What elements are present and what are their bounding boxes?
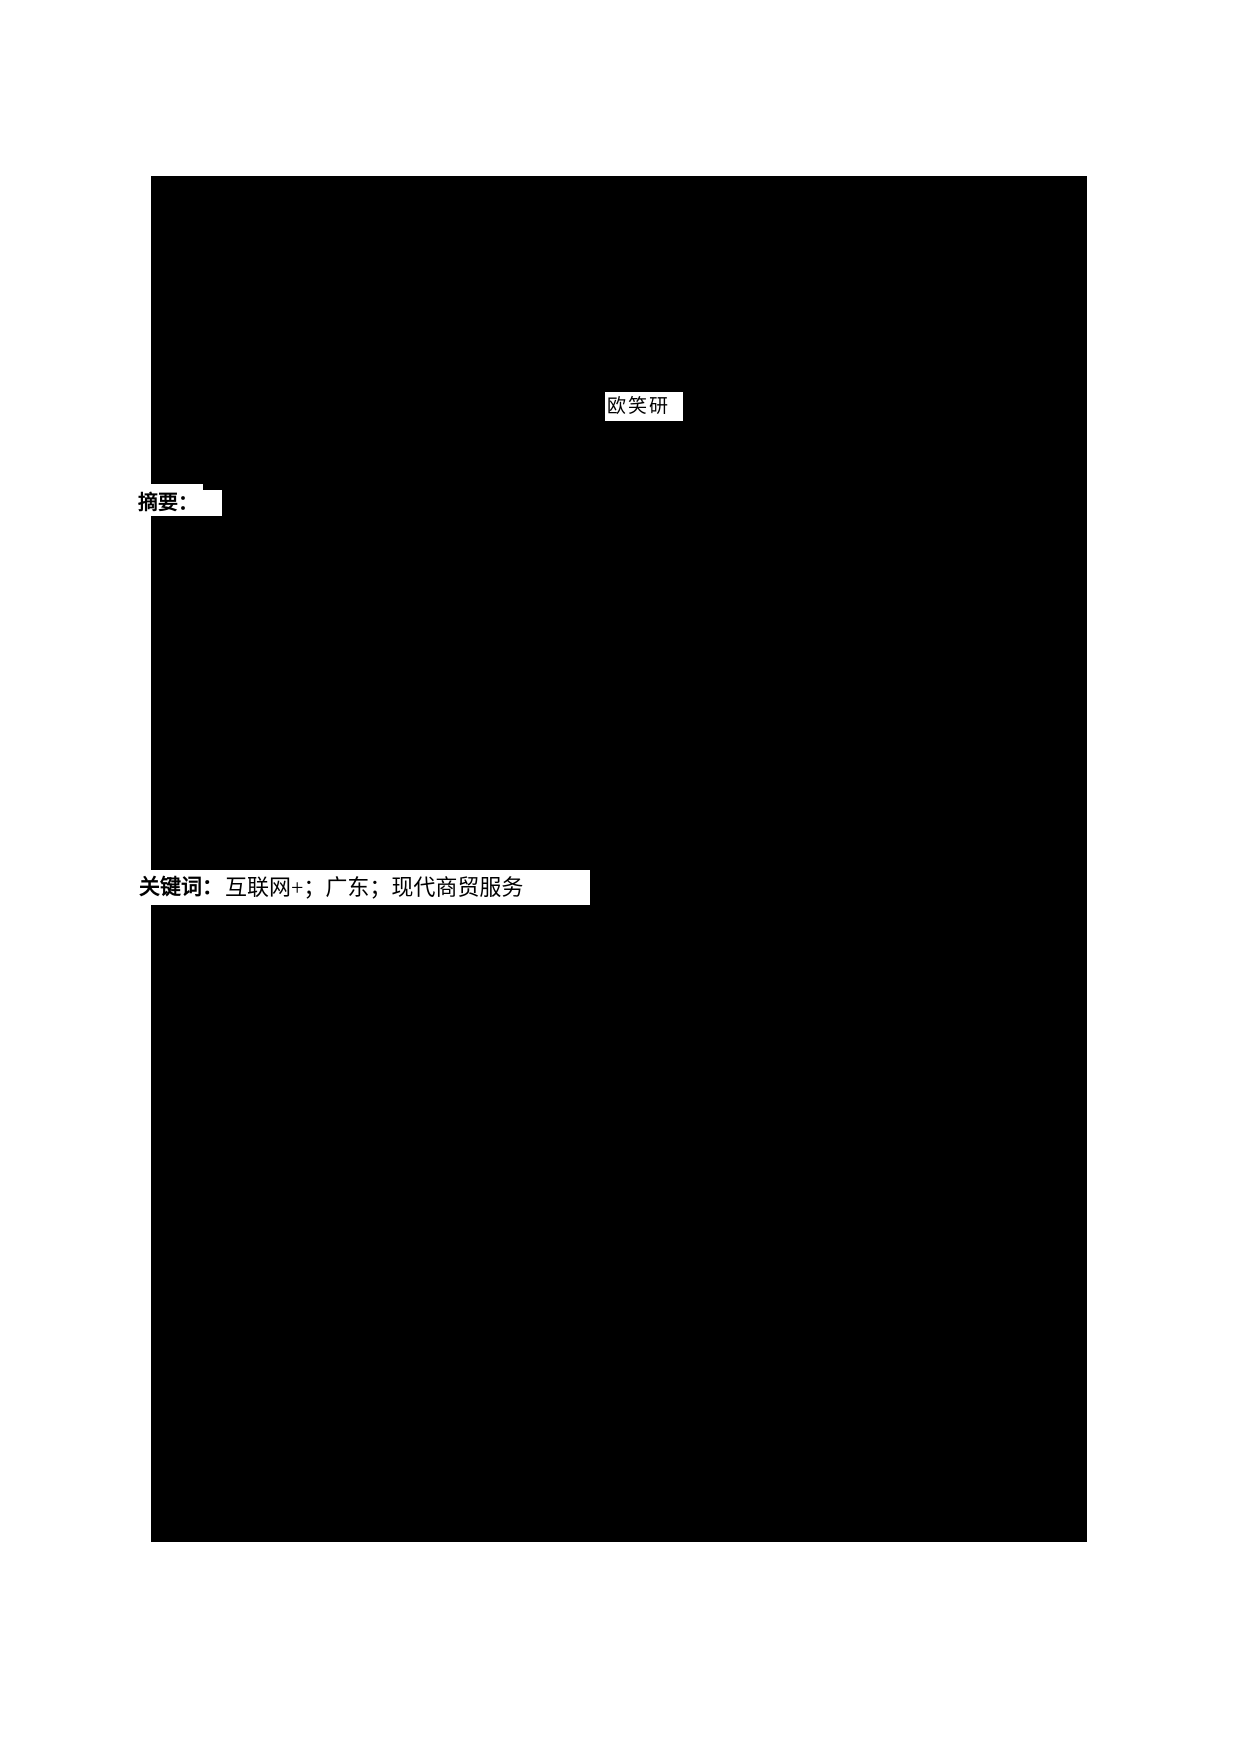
author-name: 欧笑研 [605, 392, 683, 421]
keywords-label: 关键词： [139, 876, 223, 899]
keywords-values: 互联网+；广东；现代商贸服务 [225, 874, 524, 900]
abstract-gap-bar [151, 484, 203, 491]
keywords-line: 关键词：互联网+；广东；现代商贸服务 [137, 870, 590, 905]
abstract-label: 摘要： [137, 490, 222, 516]
redacted-page-body [151, 176, 1087, 1542]
